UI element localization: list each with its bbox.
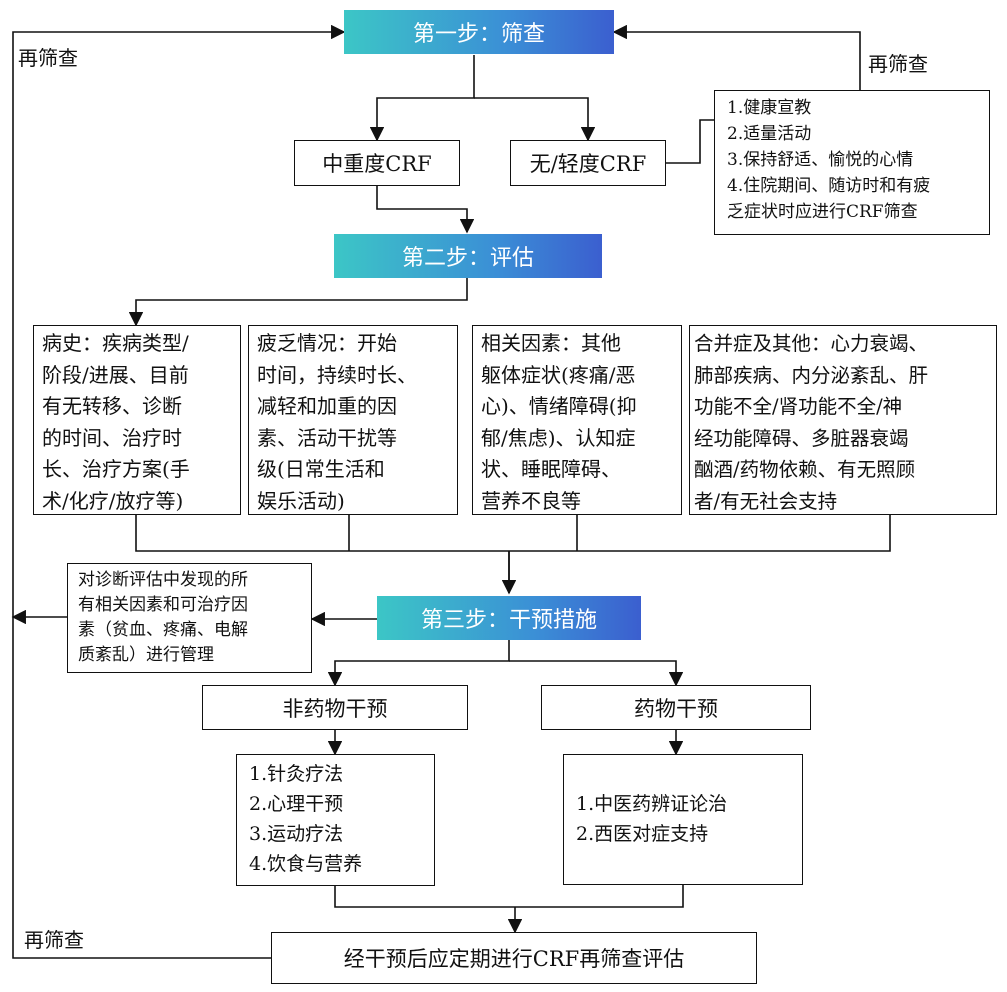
final-rescreen-box: 经干预后应定期进行CRF再筛查评估 xyxy=(271,932,757,984)
left-rescreen-loop xyxy=(12,24,346,959)
step1-branch-connector-right xyxy=(474,97,596,142)
factor-line: 疲乏情况：开始 xyxy=(257,331,397,355)
factor-line: 状、睡眠障碍、 xyxy=(481,457,621,481)
step3-branch-connector-right xyxy=(509,660,684,687)
factor-line: 长、治疗方案(手 xyxy=(42,457,190,481)
factor-line: 病史：疾病类型/ xyxy=(42,331,189,355)
moderate-severe-crf-box: 中重度CRF xyxy=(294,140,460,186)
factor-line: 郁/焦虑)、认知症 xyxy=(481,425,636,450)
measure-item: 1.健康宣教 xyxy=(727,98,812,118)
factor-line: 营养不良等 xyxy=(481,488,581,513)
factor-line: 躯体症状(疼痛/恶 xyxy=(481,362,636,387)
measure-item: 3.保持舒适、愉悦的心情 xyxy=(727,150,914,170)
drug-intervention-title: 药物干预 xyxy=(541,685,811,730)
intervention-item: 2.西医对症支持 xyxy=(576,823,709,845)
moderate-to-step2-connector xyxy=(376,185,475,234)
factor-line: 肺部疾病、内分泌紊乱、肝 xyxy=(694,363,929,387)
rescreen-label-bottom-left: 再筛查 xyxy=(24,928,84,952)
factor-line: 减轻和加重的因 xyxy=(257,394,397,418)
non-drug-intervention-title: 非药物干预 xyxy=(202,685,468,730)
note-line: 有相关因素和可治疗因 xyxy=(78,595,248,615)
intervention-item: 2.心理干预 xyxy=(249,793,344,815)
step3-branch-connector xyxy=(327,640,510,687)
factors-merge-connector xyxy=(135,513,891,593)
factor-line: 酗酒/药物依赖、有无照顾 xyxy=(694,458,916,481)
non-drug-intervention-list: 1.针灸疗法 2.心理干预 3.运动疗法 4.饮食与营养 xyxy=(236,754,435,886)
factor-line: 娱乐活动) xyxy=(257,488,345,513)
factor-line: 素、活动干扰等 xyxy=(257,425,397,450)
none-mild-measures-box: 1.健康宣教 2.适量活动 3.保持舒适、愉悦的心情 4.住院期间、随访时和有疲… xyxy=(714,90,990,235)
factor-related-box: 相关因素：其他 躯体症状(疼痛/恶 心)、情绪障碍(抑 郁/焦虑)、认知症 状、… xyxy=(472,325,682,515)
measure-item: 2.适量活动 xyxy=(727,124,812,144)
factor-line: 术/化疗/放疗等) xyxy=(42,488,184,513)
factor-medical-history-box: 病史：疾病类型/ 阶段/进展、目前 有无转移、诊断 的时间、治疗时 长、治疗方案… xyxy=(33,325,241,515)
factor-line: 有无转移、诊断 xyxy=(42,394,182,418)
factor-line: 阶段/进展、目前 xyxy=(42,362,189,387)
intervention-item: 1.中医药辨证论治 xyxy=(576,793,728,815)
factor-line: 时间，持续时长、 xyxy=(257,362,417,387)
factor-line: 合并症及其他：心力衰竭、 xyxy=(694,332,929,355)
factor-line: 功能不全/肾功能不全/神 xyxy=(694,395,903,418)
step2-to-factors-connector xyxy=(128,278,468,327)
step3-intervention-banner: 第三步：干预措施 xyxy=(377,596,641,640)
note-line: 质紊乱）进行管理 xyxy=(78,645,214,665)
lists-merge-connector xyxy=(334,885,684,908)
step1-branch-connector xyxy=(369,55,475,142)
factor-line: 经功能障碍、多脏器衰竭 xyxy=(694,426,909,450)
rescreen-label-top-left: 再筛查 xyxy=(18,46,78,70)
intervention-item: 3.运动疗法 xyxy=(249,823,344,845)
factor-line: 级(日常生活和 xyxy=(257,457,385,481)
factor-line: 相关因素：其他 xyxy=(481,331,621,355)
factor-fatigue-status-box: 疲乏情况：开始 时间，持续时长、 减轻和加重的因 素、活动干扰等 级(日常生活和… xyxy=(248,325,458,515)
management-note-box: 对诊断评估中发现的所 有相关因素和可治疗因 素（贫血、疼痛、电解 质紊乱）进行管… xyxy=(67,563,312,673)
step1-screening-banner: 第一步：筛查 xyxy=(344,10,614,54)
measure-item: 4.住院期间、随访时和有疲 xyxy=(727,176,931,196)
note-line: 素（贫血、疼痛、电解 xyxy=(78,620,248,640)
note-line: 对诊断评估中发现的所 xyxy=(78,570,248,590)
factor-line: 的时间、治疗时 xyxy=(42,425,182,450)
step2-assessment-banner: 第二步：评估 xyxy=(334,234,602,278)
intervention-item: 1.针灸疗法 xyxy=(249,763,344,785)
factor-line: 者/有无社会支持 xyxy=(694,489,838,513)
none-mild-crf-box: 无/轻度CRF xyxy=(510,140,666,186)
factor-line: 心)、情绪障碍(抑 xyxy=(481,394,637,418)
rescreen-label-top-right: 再筛查 xyxy=(868,52,928,76)
intervention-item: 4.饮食与营养 xyxy=(249,853,363,875)
measure-item: 乏症状时应进行CRF筛查 xyxy=(727,202,918,222)
factor-comorbidities-box: 合并症及其他：心力衰竭、 肺部疾病、内分泌紊乱、肝 功能不全/肾功能不全/神 经… xyxy=(689,325,997,515)
drug-intervention-list: 1.中医药辨证论治 2.西医对症支持 xyxy=(563,754,803,885)
